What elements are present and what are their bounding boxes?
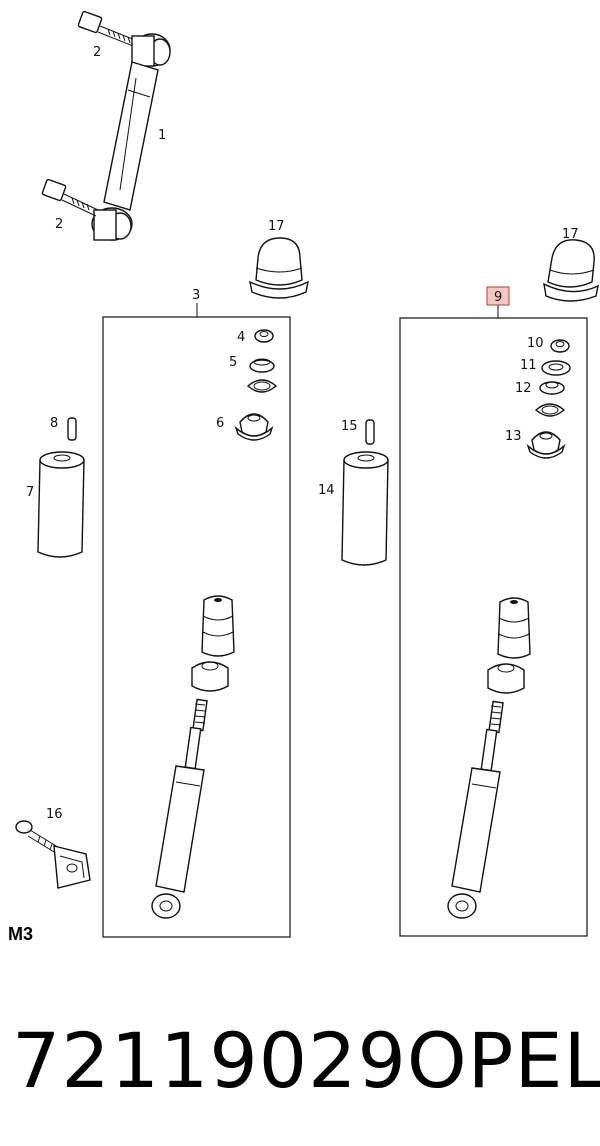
callout-11: 11 — [520, 358, 537, 373]
shock-absorber-left — [151, 698, 208, 919]
pin-8 — [67, 417, 77, 441]
callout-1: 1 — [158, 128, 166, 143]
part-footer: 72119029 OPEL — [0, 1000, 600, 1120]
callout-14: 14 — [318, 483, 335, 498]
nut-4 — [254, 329, 274, 343]
pin-15 — [365, 419, 375, 445]
dust-cover-7 — [37, 451, 85, 558]
washer-11 — [541, 360, 571, 376]
bushing-12 — [534, 381, 566, 417]
bolt-top — [77, 10, 136, 47]
callout-10: 10 — [527, 336, 544, 351]
callout-9: 9 — [494, 290, 502, 305]
dust-cover-14 — [341, 451, 389, 566]
nut-10 — [550, 339, 570, 353]
callout-2-top: 2 — [93, 45, 101, 60]
cap-17-right — [543, 239, 599, 302]
washer-5 — [246, 358, 278, 393]
callout-15: 15 — [341, 419, 358, 434]
callout-13: 13 — [505, 429, 522, 444]
callout-7: 7 — [26, 485, 34, 500]
callout-17-left: 17 — [268, 219, 285, 234]
shock-absorber-top — [41, 10, 171, 241]
callout-12: 12 — [515, 381, 532, 396]
bolt-bottom — [41, 178, 99, 217]
callout-16: 16 — [46, 807, 63, 822]
callout-8: 8 — [50, 416, 58, 431]
shock-absorber-right — [447, 700, 504, 919]
callout-6: 6 — [216, 416, 224, 431]
brand-name: OPEL — [406, 1015, 600, 1105]
bump-stop-right — [487, 597, 531, 694]
bump-stop-left — [191, 595, 235, 692]
cap-17-left — [249, 237, 309, 299]
part-number: 72119029 — [12, 1015, 407, 1105]
diagram-reference: M3 — [8, 924, 34, 944]
bushing-6 — [234, 413, 274, 441]
callout-5: 5 — [229, 355, 237, 370]
assembly-box-left — [102, 316, 291, 938]
callout-9-highlight — [486, 286, 510, 306]
assembly-box-right — [399, 317, 588, 937]
callout-2-bottom: 2 — [55, 217, 63, 232]
callout-17-right: 17 — [562, 227, 579, 242]
callout-3: 3 — [192, 288, 200, 303]
bushing-13 — [526, 431, 566, 459]
callout-4: 4 — [237, 330, 245, 345]
bracket-16 — [15, 820, 91, 889]
